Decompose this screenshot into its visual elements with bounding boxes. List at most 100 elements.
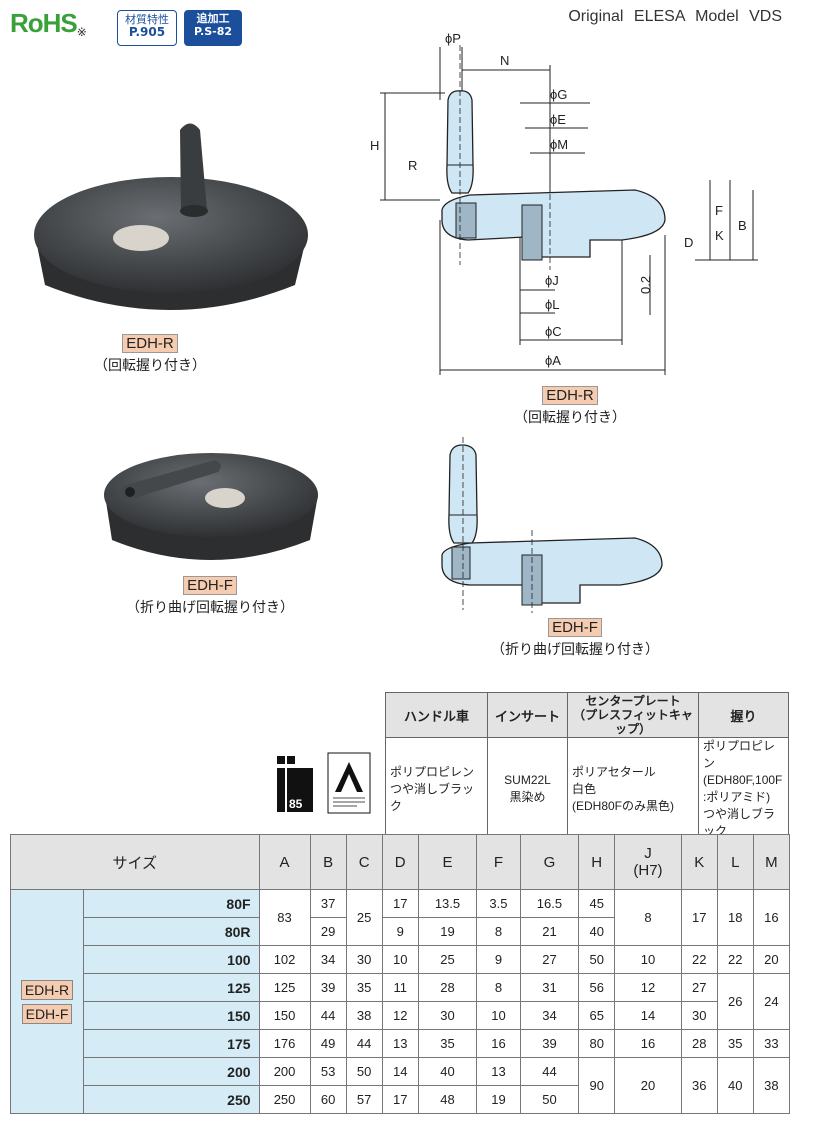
cell-j: 12	[614, 973, 682, 1002]
drawing-edh-r-caption: （回転握り付き）	[514, 410, 626, 426]
cell-c: 38	[345, 1001, 383, 1030]
dim-e: ϕE	[550, 112, 566, 127]
cell-f: 10	[476, 1001, 521, 1030]
edh-f-photo	[104, 453, 318, 560]
photo-edh-r-label: EDH-R	[122, 334, 178, 353]
cell-c: 30	[345, 945, 383, 974]
cell-l: 26	[716, 973, 754, 1030]
size-cell: 80R	[83, 917, 260, 946]
cell-d: 9	[381, 917, 419, 946]
cell-j: 8	[614, 889, 682, 946]
cell-e: 30	[417, 1001, 478, 1030]
cell-k: 17	[680, 889, 718, 946]
photo-edh-f-label: EDH-F	[183, 576, 237, 595]
photo-edh-f-caption: （折り曲げ回転握り付き）	[126, 600, 294, 616]
size-cell: 200	[83, 1057, 260, 1086]
spec-col-d: D	[381, 834, 419, 890]
cell-h: 45	[578, 889, 616, 918]
dim-n: N	[500, 53, 509, 68]
cell-j: 16	[614, 1029, 682, 1058]
cell-b: 49	[309, 1029, 347, 1058]
size-cell: 150	[83, 1001, 260, 1030]
cell-b: 29	[309, 917, 347, 946]
cell-j: 10	[614, 945, 682, 974]
dim-m: ϕM	[550, 137, 568, 152]
cell-h: 90	[578, 1057, 616, 1114]
cell-a: 83	[258, 889, 311, 946]
photo-edh-f-caption-block: EDH-F （折り曲げ回転握り付き）	[60, 575, 360, 617]
cell-c: 35	[345, 973, 383, 1002]
cell-k: 22	[680, 945, 718, 974]
dim-d: D	[684, 235, 693, 250]
photo-edh-r-caption-block: EDH-R （回転握り付き）	[0, 333, 300, 375]
cell-f: 16	[476, 1029, 521, 1058]
mat-cell-insert: SUM22L 黒染め	[487, 737, 568, 841]
dim-r: R	[408, 158, 417, 173]
spec-col-l: L	[716, 834, 754, 890]
svg-text:85: 85	[289, 797, 303, 811]
cell-g: 27	[519, 945, 580, 974]
cell-m: 20	[752, 945, 791, 974]
mat-cell-center-plate: ポリアセタール 白色 (EDH80Fのみ黒色)	[567, 737, 699, 841]
mat-header-center-plate: センタープレート （プレスフィットキャップ）	[567, 692, 699, 738]
cell-h: 50	[578, 945, 616, 974]
cell-d: 17	[381, 889, 419, 918]
table-row: 150 150 44 38 12 30 10 34 65 14 30	[11, 1001, 790, 1030]
cell-a: 250	[258, 1085, 311, 1114]
dim-gap: 0.2	[638, 276, 653, 294]
cell-k: 27	[680, 973, 718, 1002]
cell-c: 50	[345, 1057, 383, 1086]
spec-col-m: M	[752, 834, 791, 890]
group-label-edh-r: EDH-R	[20, 979, 74, 1000]
dim-c: ϕC	[545, 324, 562, 339]
table-row: 125 125 39 35 11 28 8 31 56 12 27 26 24	[11, 973, 791, 1030]
drawing-edh-f-label: EDH-F	[548, 618, 602, 637]
drawing-edh-r-caption-block: EDH-R （回転握り付き）	[440, 385, 700, 427]
size-cell: 100	[83, 945, 260, 974]
cell-g: 44	[519, 1057, 580, 1086]
cell-d: 13	[381, 1029, 419, 1058]
cell-h: 56	[578, 973, 616, 1002]
cell-c: 25	[345, 889, 383, 946]
cell-b: 37	[309, 889, 347, 918]
cell-k: 28	[680, 1029, 718, 1058]
cell-e: 35	[417, 1029, 478, 1058]
cell-g: 50	[519, 1085, 580, 1114]
size-cell: 80F	[83, 889, 260, 918]
cell-f: 9	[476, 945, 521, 974]
table-row: 200 200 53 50 14 40 13 44 90 20 36 40 38	[11, 1057, 791, 1114]
cell-a: 200	[258, 1057, 311, 1086]
dim-g: ϕG	[550, 87, 567, 102]
cell-b: 44	[309, 1001, 347, 1030]
spec-col-e: E	[417, 834, 478, 890]
edh-r-dimension-drawing: ϕP N ϕG ϕE ϕM H R F K B D ϕJ ϕL ϕC ϕA 0.…	[370, 31, 758, 375]
table-row: 80R 29 9 19 8 21 40	[11, 917, 790, 946]
dim-l: ϕL	[545, 297, 560, 312]
dim-a: ϕA	[545, 353, 561, 368]
cell-f: 3.5	[476, 889, 521, 918]
spec-col-f: F	[476, 834, 521, 890]
edh-f-dimension-drawing	[441, 437, 663, 613]
spec-col-k: K	[680, 834, 718, 890]
cell-a: 102	[258, 945, 311, 974]
drawing-edh-r-label: EDH-R	[542, 386, 598, 405]
cell-h: 80	[578, 1029, 616, 1058]
cell-d: 10	[381, 945, 419, 974]
cell-m: 16	[752, 889, 791, 946]
cell-m: 33	[752, 1029, 791, 1058]
cell-j: 20	[614, 1057, 682, 1114]
mat-cell-grip: ポリプロピレン (EDH80F,100F :ポリアミド) つや消しブラック	[698, 737, 789, 841]
table-row: 100 102 34 30 10 25 9 27 50 10 22 22 20	[11, 945, 791, 974]
cell-g: 39	[519, 1029, 580, 1058]
cell-e: 40	[417, 1057, 478, 1086]
mat-header-grip: 握り	[698, 692, 789, 738]
cell-l: 40	[716, 1057, 754, 1114]
cell-a: 150	[258, 1001, 311, 1030]
spec-col-h: H	[578, 834, 616, 890]
cell-f: 8	[476, 917, 521, 946]
cell-c: 44	[345, 1029, 383, 1058]
size-group-labels: EDH-R EDH-F	[10, 889, 84, 1114]
cell-b: 60	[309, 1085, 347, 1114]
